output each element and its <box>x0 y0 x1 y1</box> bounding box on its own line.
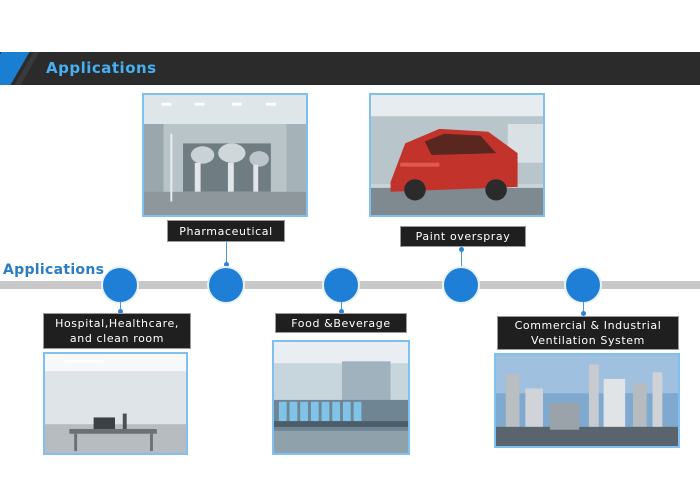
caption-food-beverage: Food &Beverage <box>275 313 407 333</box>
timeline-node-commercial <box>566 268 600 302</box>
caption-pharmaceutical: Pharmaceutical <box>167 220 285 242</box>
food-beverage-photo <box>272 340 410 455</box>
caption-commercial-line1: Commercial & Industrial <box>514 319 662 332</box>
timeline-node-pharmaceutical <box>209 268 243 302</box>
caption-hospital-line1: Hospital,Healthcare, <box>55 317 179 330</box>
connector-dot-commercial <box>581 311 586 316</box>
caption-hospital-line2: and clean room <box>69 332 165 345</box>
commercial-industrial-photo <box>494 353 680 448</box>
pharmaceutical-photo <box>142 93 308 217</box>
caption-pharmaceutical-label: Pharmaceutical <box>179 224 273 238</box>
connector-food <box>341 302 342 314</box>
connector-dot-hospital <box>118 309 123 314</box>
caption-paint-label: Paint overspray <box>415 230 511 243</box>
timeline-node-paint <box>444 268 478 302</box>
header-title: Applications <box>46 59 157 77</box>
connector-hospital <box>120 302 121 314</box>
caption-paint-overspray: Paint overspray <box>400 226 526 247</box>
caption-food-label: Food &Beverage <box>291 316 391 330</box>
hospital-cleanroom-photo <box>43 352 188 455</box>
caption-hospital: Hospital,Healthcare, and clean room <box>43 313 191 349</box>
connector-dot-pharmaceutical <box>224 262 229 267</box>
timeline-label: Applications <box>3 262 105 278</box>
connector-paint <box>461 247 462 269</box>
timeline-node-food <box>324 268 358 302</box>
connector-pharmaceutical <box>226 242 227 268</box>
caption-commercial-line2: Ventilation System <box>531 334 645 347</box>
timeline-node-hospital <box>103 268 137 302</box>
connector-commercial <box>583 302 584 316</box>
section-header: Applications <box>0 52 700 85</box>
connector-dot-paint <box>459 247 464 252</box>
connector-dot-food <box>339 309 344 314</box>
caption-commercial: Commercial & Industrial Ventilation Syst… <box>497 316 679 350</box>
paint-booth-photo <box>369 93 545 217</box>
